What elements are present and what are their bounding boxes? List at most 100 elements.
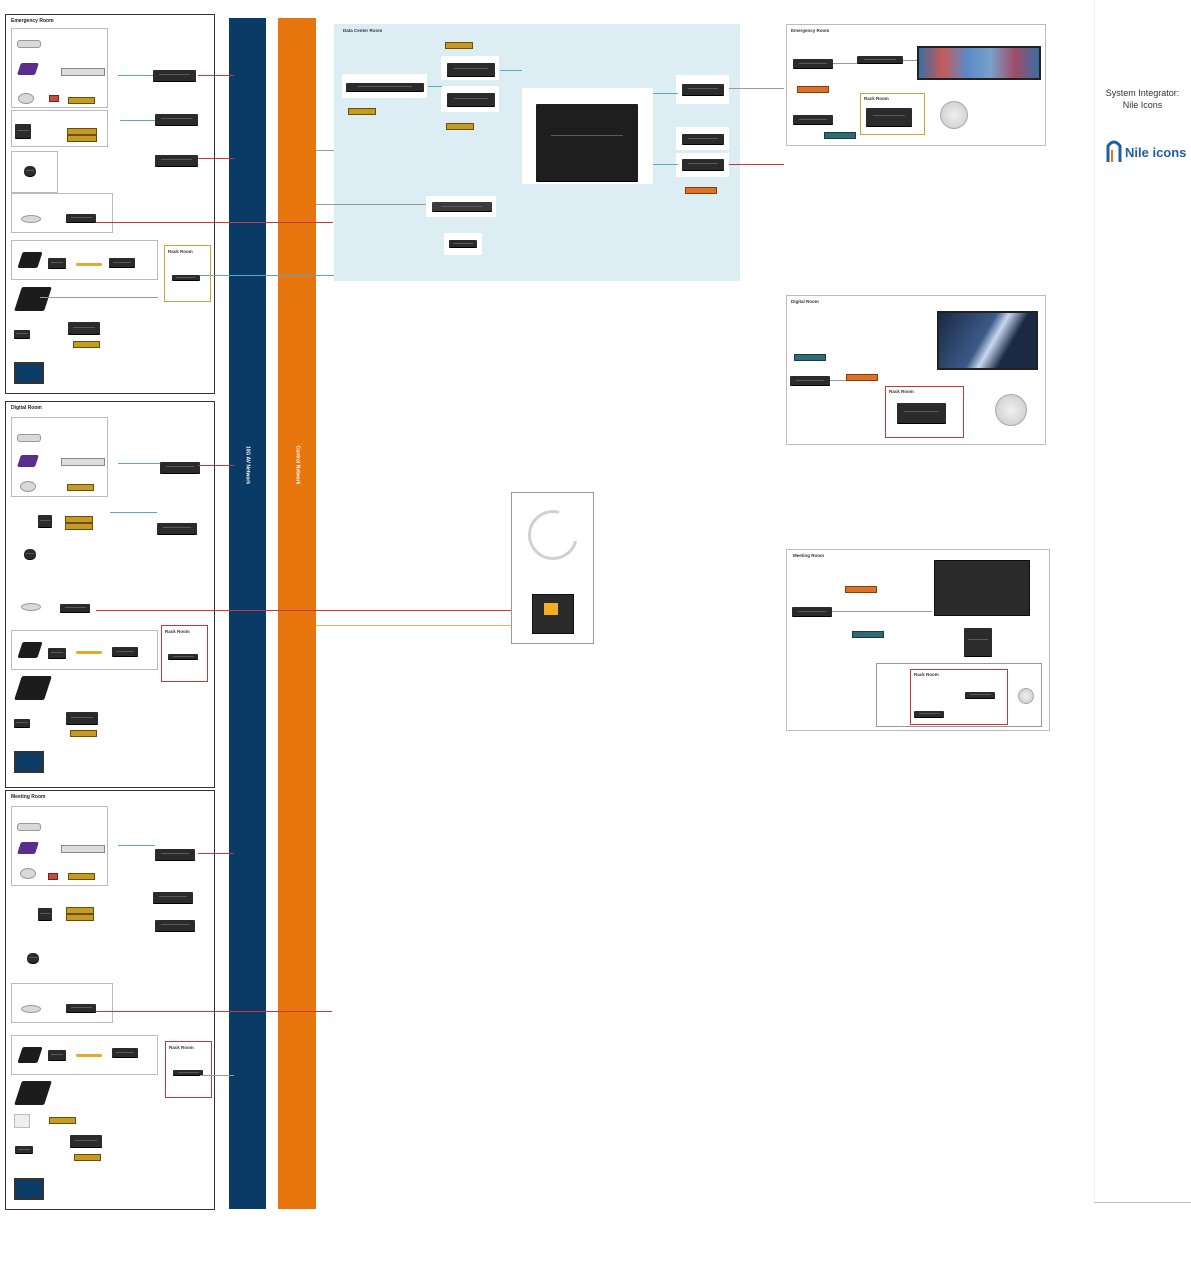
link-red-7	[96, 1011, 332, 1012]
laptop-box-3	[38, 908, 52, 920]
gold-tag-2	[67, 128, 97, 135]
divider-line	[40, 297, 158, 298]
gold-tag-5	[67, 484, 94, 491]
datacenter-switch	[346, 83, 424, 91]
dc-link-1	[428, 86, 442, 87]
rack-room-left-2-title: Rack Room	[165, 629, 190, 634]
ceiling-speaker-r1	[940, 101, 968, 129]
dc-link-4	[653, 164, 678, 165]
kvm-panel-3	[11, 983, 113, 1023]
ceiling-speaker-r3	[1018, 688, 1034, 704]
gold-tag-7	[65, 523, 93, 530]
pc-box-2	[68, 322, 100, 334]
decoder-r1	[793, 59, 833, 68]
orange-tag-r3	[845, 586, 877, 593]
soundbar-device	[17, 40, 41, 48]
gold-tag-12	[49, 1117, 76, 1124]
encoder-6	[155, 849, 195, 860]
control-network-label: Control Network	[294, 445, 301, 485]
integrator-line-1: System Integrator:	[1105, 88, 1180, 98]
decoder-r3	[790, 376, 830, 385]
orange-tag-dc	[685, 187, 717, 194]
mouse-device-2	[24, 549, 36, 559]
ceiling-speaker-r2	[995, 394, 1027, 426]
nile-logo-icon	[1106, 140, 1122, 162]
link-red-1	[198, 75, 234, 76]
pc-box-3	[14, 719, 30, 727]
dc-encoder-1	[682, 84, 724, 95]
dc-link-2	[500, 70, 522, 71]
touch-panel-r3	[964, 628, 992, 656]
dc-server-2	[447, 93, 495, 106]
gold-tag-11	[66, 914, 94, 921]
gold-tag-dc-2	[445, 42, 473, 49]
processor-r1	[857, 56, 903, 63]
switch-device-2	[61, 458, 105, 466]
gold-tag-8	[70, 730, 97, 737]
link-blue-5	[110, 512, 157, 513]
rack-amp-r3b	[914, 711, 944, 717]
switch-device-3	[61, 845, 105, 853]
kvm-box-3	[66, 1004, 96, 1012]
emergency-room-right-title: Emergency Room	[791, 28, 830, 33]
dc-encoder-3	[682, 159, 724, 170]
rack-amp-r2	[897, 403, 946, 423]
gold-tag-13	[74, 1154, 101, 1161]
gold-tag-6	[65, 516, 93, 523]
dc-1u-server	[432, 202, 492, 211]
camera-device-2	[20, 481, 36, 492]
controller-1	[48, 258, 66, 268]
rack-amp-r1	[866, 108, 912, 126]
rack-switch-3	[173, 1070, 203, 1075]
kvm-device-2	[21, 603, 41, 611]
link-red-6	[198, 853, 234, 854]
white-device	[14, 1114, 30, 1128]
mouse-device-3	[27, 953, 39, 963]
gold-tag-4	[73, 341, 100, 348]
gold-tag-3	[67, 135, 97, 142]
video-wall	[917, 46, 1041, 80]
decoder-r4	[792, 607, 832, 616]
dc-main-rack	[536, 104, 638, 181]
controller-4	[112, 647, 138, 656]
rack-room-left-1: Rack Room	[164, 245, 211, 302]
link-blue-3	[200, 275, 334, 276]
kvm-box	[66, 214, 96, 222]
rack-room-right-3-title: Rack Room	[914, 672, 939, 677]
nile-logo-text: Nile icons	[1125, 145, 1187, 160]
datacenter-title: Data Center Room	[343, 28, 383, 33]
right-link-1	[833, 63, 857, 64]
gold-tag-dc-3	[446, 123, 474, 130]
meeting-room-left-title: Meeting Room	[11, 794, 46, 800]
encoder-5	[157, 523, 197, 534]
rack-room-left-1-title: Rack Room	[168, 249, 193, 254]
soundbar-device-2	[17, 434, 41, 442]
link-orange-1	[316, 625, 512, 626]
laptop-box	[15, 124, 31, 138]
rack-room-left-3: Rack Room	[165, 1041, 212, 1098]
link-red-2	[198, 158, 234, 159]
rack-switch-2	[168, 654, 198, 659]
kvm-device-3	[21, 1005, 41, 1013]
right-link-3	[830, 380, 846, 381]
encoder-4	[160, 462, 200, 473]
encoder-1	[153, 70, 196, 81]
gold-tag	[68, 97, 95, 104]
right-link-2	[903, 60, 917, 61]
encoder-2	[155, 114, 198, 125]
link-red-3	[96, 222, 333, 223]
gold-tag-dc-1	[348, 108, 376, 115]
camera-device	[18, 93, 34, 104]
dc-link-3	[653, 93, 678, 94]
kvm-device	[21, 215, 41, 223]
link-blue-6	[118, 845, 155, 846]
link-red-5	[96, 610, 516, 611]
dc-server-1	[447, 63, 495, 76]
rack-amp-r3a	[965, 692, 995, 698]
rack-room-right-2-title: Rack Room	[889, 389, 914, 394]
link-blue-2	[120, 120, 155, 121]
controller-6	[112, 1048, 138, 1057]
right-link-4	[832, 611, 932, 612]
pc-box-6	[70, 1135, 102, 1147]
control-network-bar	[278, 18, 316, 1209]
